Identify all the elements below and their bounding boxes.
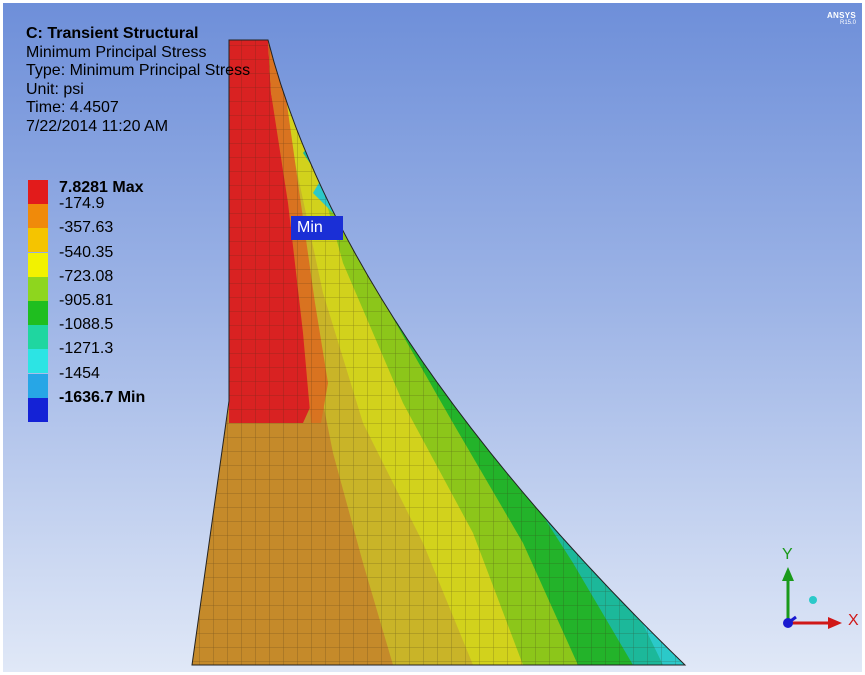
legend-color-swatch[interactable] — [28, 228, 48, 253]
legend-label[interactable]: 7.8281 Max — [59, 179, 144, 196]
result-name: Minimum Principal Stress — [26, 43, 207, 61]
min-probe-label[interactable]: Min — [291, 216, 343, 240]
legend-label[interactable]: -1088.5 — [59, 316, 114, 334]
legend-color-swatch[interactable] — [28, 252, 48, 277]
model-outline — [191, 39, 687, 666]
legend-color-swatch[interactable] — [28, 373, 48, 398]
legend-color-swatch[interactable] — [28, 276, 48, 301]
graphics-viewport[interactable]: C: Transient Structural Minimum Principa… — [3, 3, 862, 672]
y-axis-arrow — [782, 567, 794, 581]
x-axis-arrow — [828, 617, 842, 629]
ansys-logo: ANSYS R15.0 — [827, 11, 856, 26]
mesh-grid — [192, 40, 685, 665]
triad-graphic — [782, 567, 842, 629]
legend-color-swatch[interactable] — [28, 180, 48, 204]
result-type: Type: Minimum Principal Stress — [26, 62, 251, 79]
legend-label[interactable]: -1636.7 Min — [59, 388, 146, 406]
legend-label[interactable]: -905.81 — [59, 292, 114, 309]
legend-color-swatch[interactable] — [28, 204, 48, 229]
z-axis-origin — [783, 618, 793, 628]
analysis-title: C: Transient Structural — [26, 25, 199, 42]
legend-label[interactable]: -723.08 — [59, 267, 114, 285]
isometric-ball-icon[interactable] — [809, 596, 817, 604]
y-axis-label: Y — [782, 546, 793, 563]
legend-label[interactable]: -357.63 — [59, 219, 114, 237]
result-unit: Unit: psi — [26, 80, 84, 98]
stress-contour-model[interactable] — [3, 3, 862, 672]
brand-name: ANSYS — [826, 11, 856, 20]
legend-color-swatch[interactable] — [28, 325, 48, 350]
x-axis-label: X — [848, 612, 859, 629]
legend-color-swatch[interactable] — [28, 349, 48, 374]
result-date: 7/22/2014 11:20 AM — [26, 117, 169, 135]
result-time: Time: 4.4507 — [26, 99, 119, 116]
legend-color-swatch[interactable] — [28, 397, 48, 422]
legend-color-swatch[interactable] — [28, 301, 48, 325]
result-info-panel: C: Transient Structural Minimum Principa… — [26, 25, 250, 136]
legend-label[interactable]: -1271.3 — [59, 340, 114, 358]
legend-label[interactable]: -1454 — [59, 364, 100, 382]
legend-label[interactable]: -174.9 — [59, 195, 105, 213]
brand-version: R15.0 — [839, 20, 856, 26]
legend-label[interactable]: -540.35 — [59, 243, 114, 261]
